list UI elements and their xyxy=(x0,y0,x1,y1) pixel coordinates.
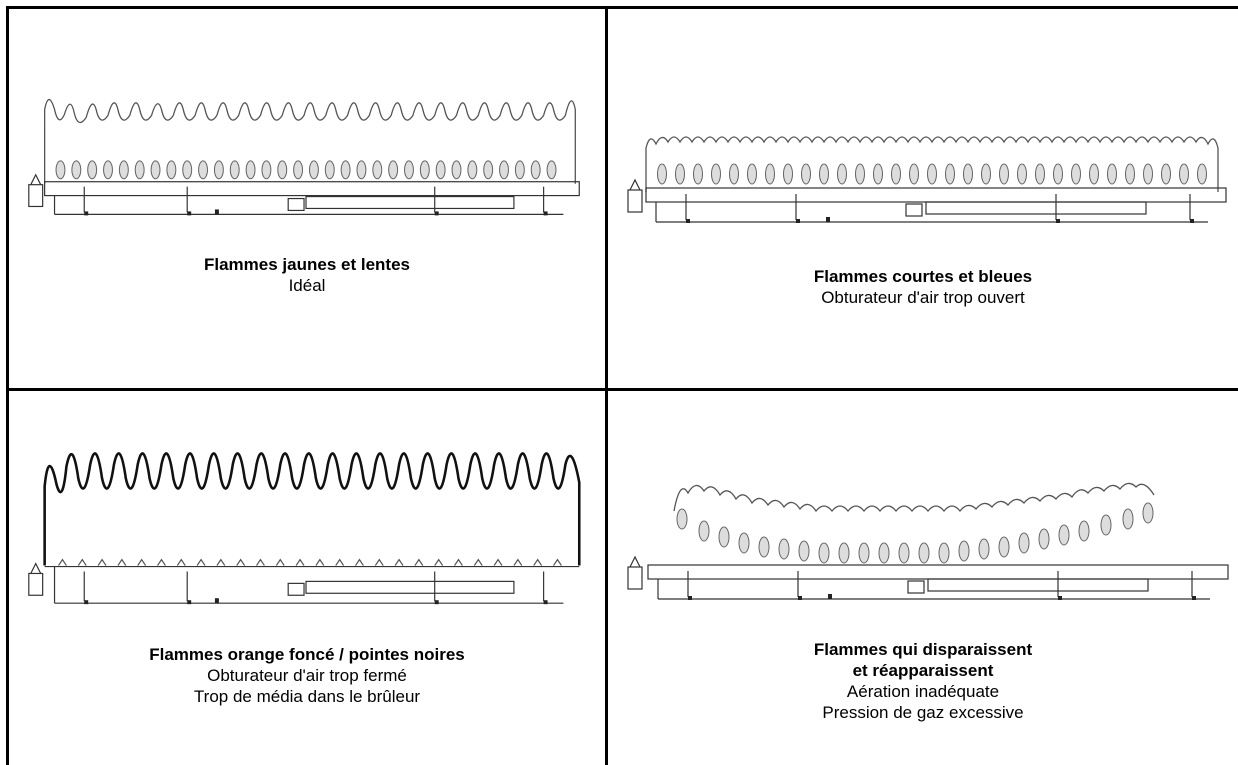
ember-row xyxy=(58,558,562,566)
panel-caption: Flammes qui disparaissent et réapparaiss… xyxy=(608,639,1238,723)
caption-note: Aération inadéquate xyxy=(846,682,1000,701)
ember-row xyxy=(657,163,1207,185)
burner-illustration xyxy=(627,482,1229,600)
panel-air-shutter-closed: Flammes orange foncé / pointes noires Ob… xyxy=(6,388,608,765)
caption-title: Flammes courtes et bleues xyxy=(813,267,1033,286)
burner-base xyxy=(627,555,1229,600)
caption-note: Obturateur d'air trop fermé xyxy=(207,666,407,685)
ember-row xyxy=(55,160,557,180)
burner-base xyxy=(28,562,580,604)
caption-note: Trop de média dans le brûleur xyxy=(193,687,421,706)
flame-outline xyxy=(645,136,1219,192)
base-feet xyxy=(84,209,548,216)
ember-row xyxy=(676,502,1154,564)
base-feet xyxy=(686,217,1194,223)
caption-note: Pression de gaz excessive xyxy=(822,703,1024,722)
flame-outline xyxy=(673,482,1155,513)
panel-caption: Flammes courtes et bleues Obturateur d'a… xyxy=(608,266,1238,308)
base-feet xyxy=(688,594,1196,600)
panel-caption: Flammes jaunes et lentes Idéal xyxy=(9,254,605,296)
panel-ideal: Flammes jaunes et lentes Idéal xyxy=(6,6,608,388)
burner-illustration xyxy=(28,452,581,605)
caption-title: Flammes orange foncé / pointes noires xyxy=(149,645,465,664)
caption-title: et réapparaissent xyxy=(852,661,994,680)
flame-outline xyxy=(43,452,581,566)
panel-air-shutter-open: Flammes courtes et bleues Obturateur d'a… xyxy=(608,6,1238,388)
base-feet xyxy=(84,598,548,605)
caption-note: Idéal xyxy=(288,276,326,295)
caption-note: Obturateur d'air trop ouvert xyxy=(821,288,1025,307)
burner-illustration xyxy=(627,136,1227,223)
burner-base xyxy=(627,178,1227,223)
panel-lifting-flames: Flammes qui disparaissent et réapparaiss… xyxy=(608,388,1238,765)
burner-base xyxy=(28,173,580,215)
panel-caption: Flammes orange foncé / pointes noires Ob… xyxy=(9,644,605,707)
caption-title: Flammes qui disparaissent xyxy=(813,640,1033,659)
burner-illustration xyxy=(28,98,580,216)
caption-title: Flammes jaunes et lentes xyxy=(204,255,410,274)
flame-outline xyxy=(43,98,576,184)
